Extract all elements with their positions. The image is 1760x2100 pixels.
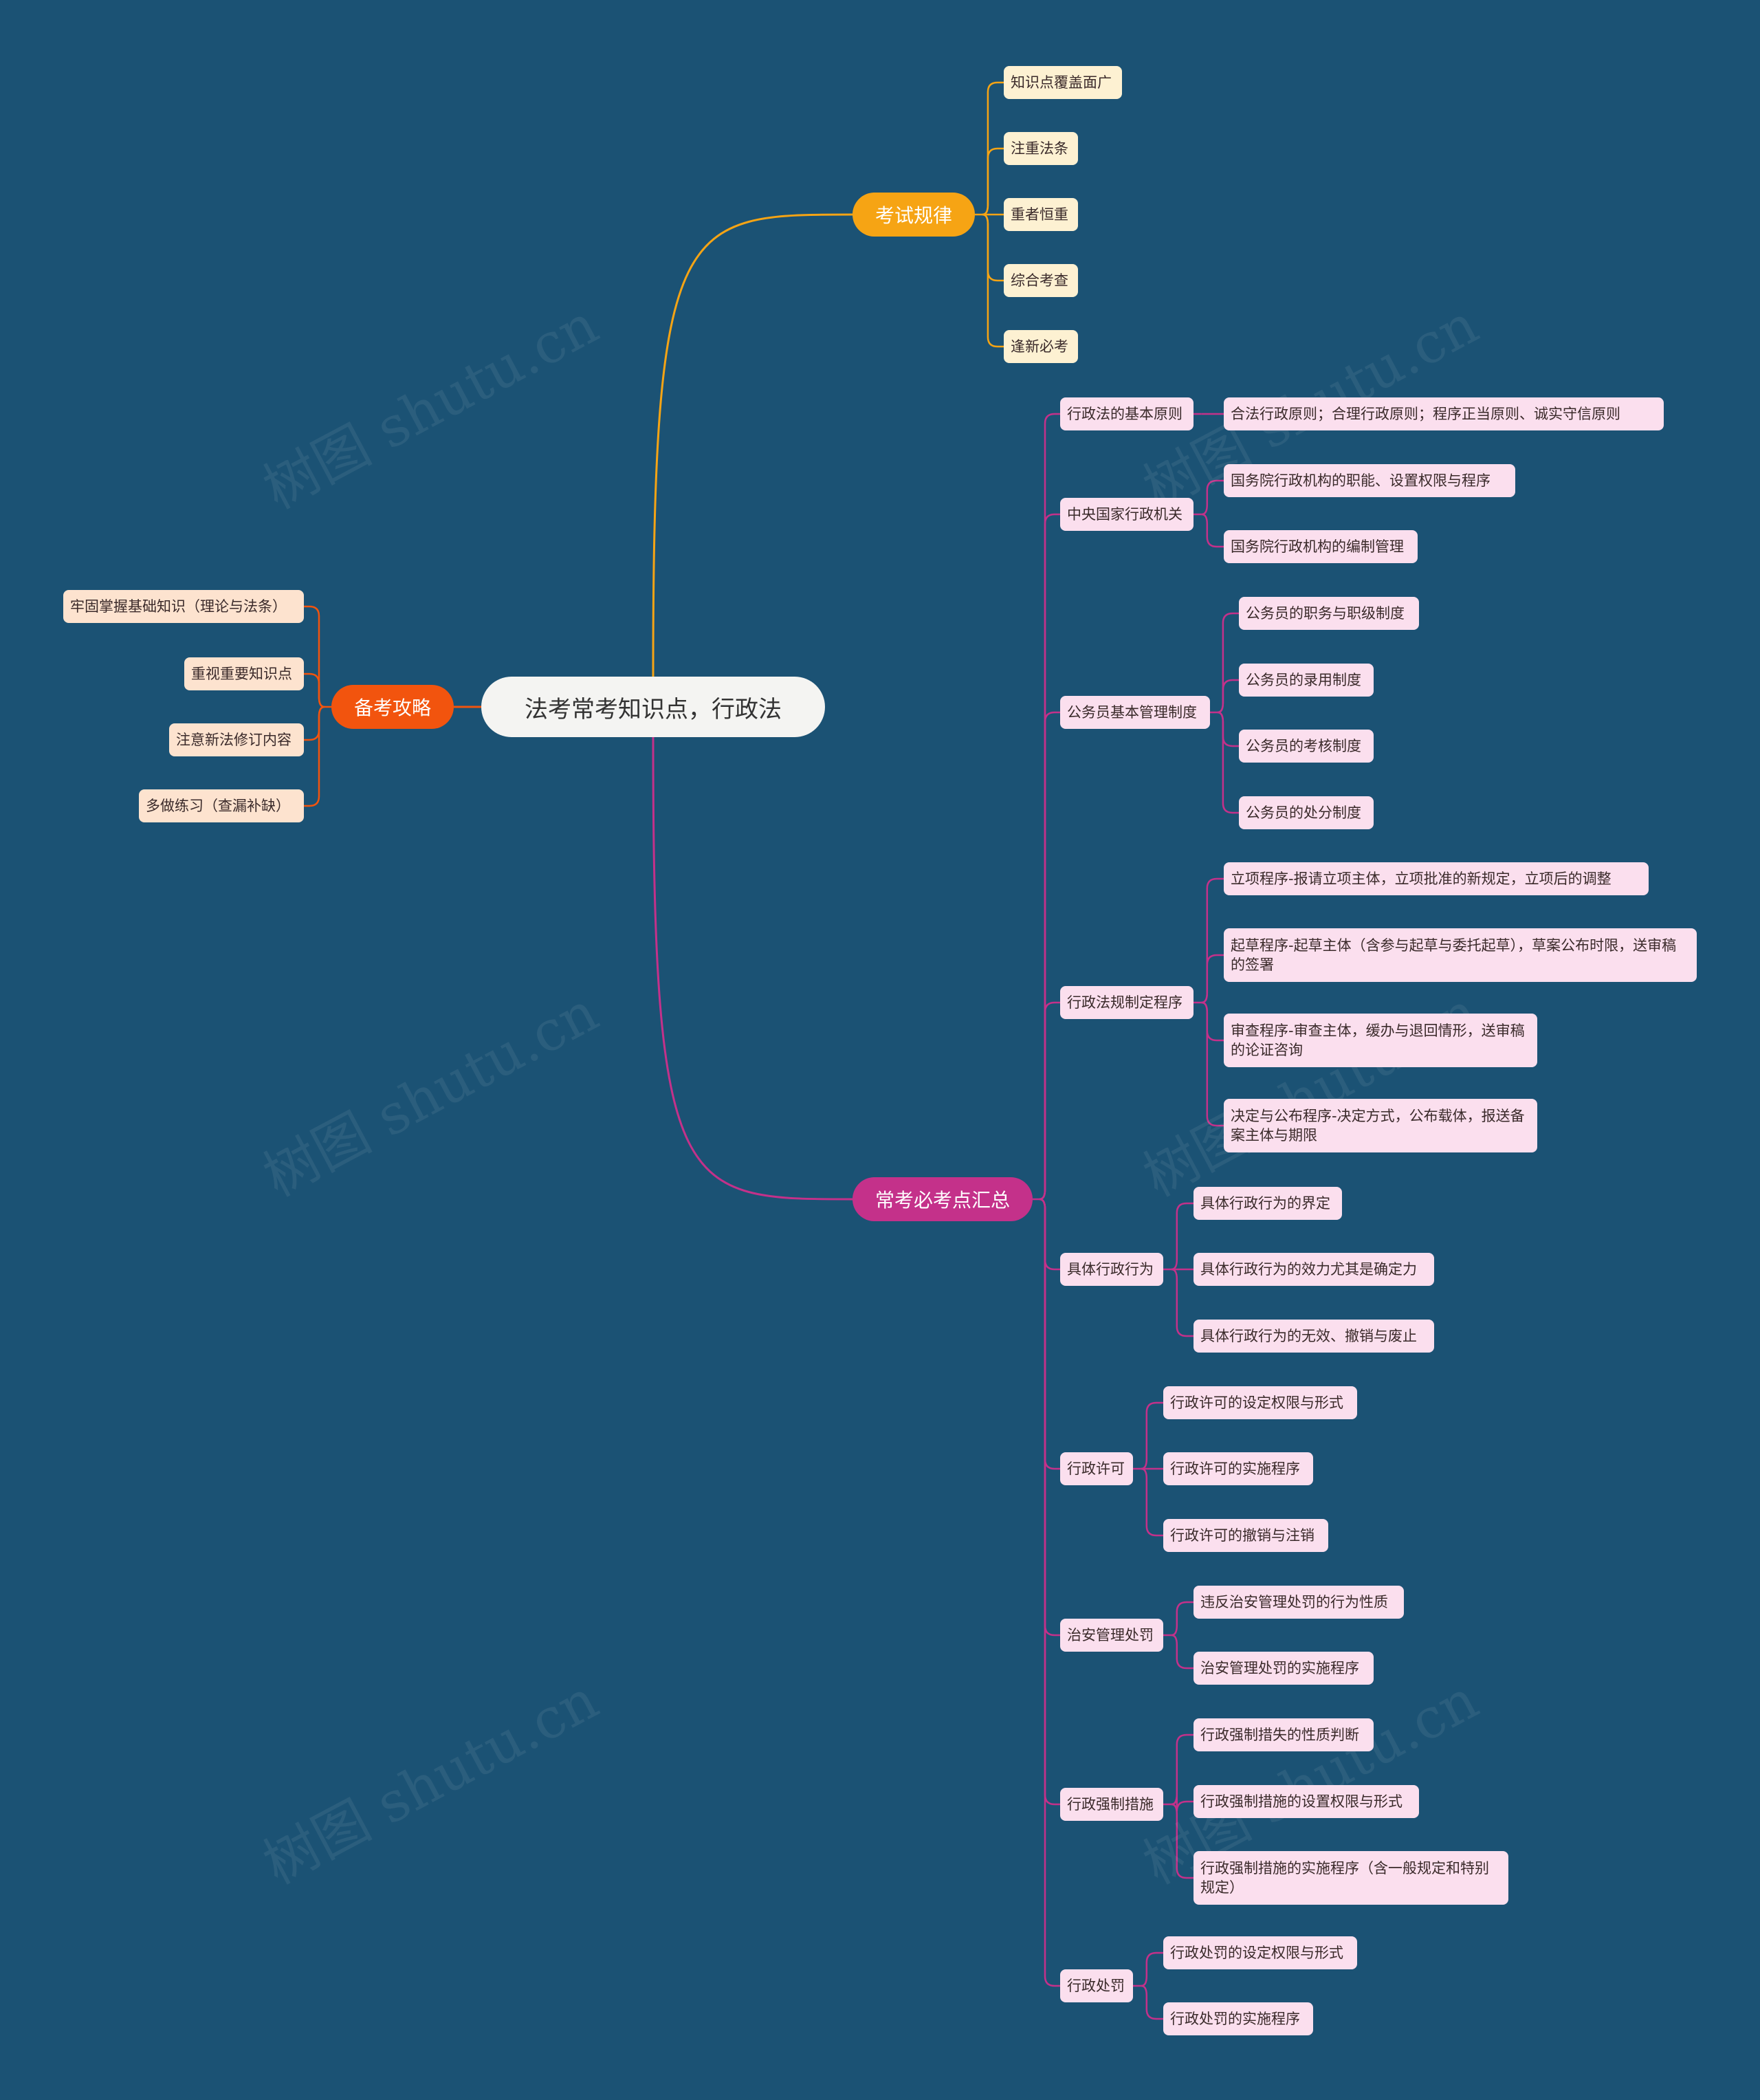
connector <box>1201 877 1224 1004</box>
connector <box>1039 1198 1060 1637</box>
strategy-item[interactable]: 牢固掌握基础知识（理论与法条） <box>63 590 304 623</box>
summary-topic[interactable]: 行政处罚 <box>1060 1969 1133 2002</box>
connector <box>304 706 325 741</box>
connector <box>1201 513 1224 548</box>
summary-topic[interactable]: 中央国家行政机关 <box>1060 498 1194 531</box>
connector <box>982 147 1004 216</box>
exam-item[interactable]: 知识点覆盖面广 <box>1004 66 1122 99</box>
connector <box>1039 1198 1060 1987</box>
summary-topic[interactable]: 行政法的基本原则 <box>1060 397 1194 430</box>
branch-exam-rules[interactable]: 考试规律 <box>852 193 975 237</box>
connector <box>1217 711 1239 747</box>
summary-detail[interactable]: 具体行政行为的界定 <box>1194 1187 1342 1220</box>
connector <box>1201 1001 1224 1042</box>
connector <box>1039 1198 1060 1271</box>
connector <box>1201 954 1224 1004</box>
summary-topic[interactable]: 公务员基本管理制度 <box>1060 696 1210 729</box>
connector <box>982 213 1004 282</box>
connector <box>1201 1001 1224 1127</box>
branch-prep-strategy[interactable]: 备考攻略 <box>331 685 454 729</box>
summary-detail[interactable]: 起草程序-起草主体（含参与起草与委托起草），草案公布时限，送审稿的签署 <box>1224 928 1697 982</box>
connector <box>1039 711 1060 1201</box>
summary-detail[interactable]: 行政许可的设定权限与形式 <box>1163 1386 1357 1419</box>
connector <box>304 706 325 807</box>
connector <box>1141 1401 1163 1470</box>
summary-detail[interactable]: 具体行政行为的无效、撤销与废止 <box>1194 1320 1434 1353</box>
connector <box>1141 1984 1163 2020</box>
summary-detail[interactable]: 决定与公布程序-决定方式，公布载体，报送备案主体与期限 <box>1224 1099 1537 1152</box>
connector <box>1171 1202 1194 1271</box>
connector <box>1217 612 1239 714</box>
connector <box>1039 1198 1060 1806</box>
summary-topic[interactable]: 行政强制措施 <box>1060 1788 1163 1821</box>
connector <box>982 213 1004 348</box>
summary-detail[interactable]: 行政处罚的实施程序 <box>1163 2002 1313 2035</box>
connector <box>1171 1634 1194 1670</box>
summary-detail[interactable]: 审查程序-审查主体，缓办与退回情形，送审稿的论证咨询 <box>1224 1014 1537 1067</box>
summary-topic[interactable]: 治安管理处罚 <box>1060 1619 1163 1652</box>
connector <box>1201 479 1224 516</box>
summary-detail[interactable]: 行政处罚的设定权限与形式 <box>1163 1936 1357 1969</box>
root-topic[interactable]: 法考常考知识点，行政法 <box>481 677 825 737</box>
summary-topic[interactable]: 行政许可 <box>1060 1452 1133 1485</box>
summary-detail[interactable]: 国务院行政机构的职能、设置权限与程序 <box>1224 464 1515 497</box>
connector <box>1141 1951 1163 1987</box>
connector <box>652 213 853 677</box>
exam-item[interactable]: 综合考查 <box>1004 264 1078 297</box>
connector <box>1141 1467 1163 1537</box>
connector <box>1039 1001 1060 1201</box>
summary-topic[interactable]: 行政法规制定程序 <box>1060 986 1194 1019</box>
exam-item[interactable]: 注重法条 <box>1004 132 1078 165</box>
summary-detail[interactable]: 公务员的考核制度 <box>1239 730 1374 763</box>
strategy-item[interactable]: 注意新法修订内容 <box>169 723 304 756</box>
summary-detail[interactable]: 合法行政原则；合理行政原则；程序正当原则、诚实守信原则 <box>1224 397 1664 430</box>
connector <box>1039 513 1060 1201</box>
strategy-item[interactable]: 重视重要知识点 <box>184 657 304 690</box>
summary-detail[interactable]: 治安管理处罚的实施程序 <box>1194 1652 1374 1685</box>
connector <box>304 672 325 708</box>
exam-item[interactable]: 逢新必考 <box>1004 330 1078 363</box>
connector <box>1039 413 1060 1201</box>
summary-detail[interactable]: 行政强制措施的设置权限与形式 <box>1194 1785 1419 1818</box>
connector <box>304 605 325 708</box>
summary-detail[interactable]: 行政许可的实施程序 <box>1163 1452 1313 1485</box>
summary-detail[interactable]: 具体行政行为的效力尤其是确定力 <box>1194 1253 1434 1286</box>
connector <box>652 736 853 1201</box>
connector <box>1217 711 1239 814</box>
summary-detail[interactable]: 行政许可的撤销与注销 <box>1163 1519 1328 1552</box>
summary-detail[interactable]: 国务院行政机构的编制管理 <box>1224 530 1418 563</box>
summary-detail[interactable]: 公务员的录用制度 <box>1239 664 1374 697</box>
summary-topic[interactable]: 具体行政行为 <box>1060 1253 1163 1286</box>
summary-detail[interactable]: 行政强制措施的实施程序（含一般规定和特别规定） <box>1194 1851 1508 1905</box>
summary-detail[interactable]: 违反治安管理处罚的行为性质 <box>1194 1586 1404 1619</box>
connector <box>1171 1803 1194 1879</box>
summary-detail[interactable]: 行政强制措失的性质判断 <box>1194 1718 1374 1751</box>
connector <box>1039 1198 1060 1470</box>
summary-detail[interactable]: 公务员的职务与职级制度 <box>1239 597 1419 630</box>
connector <box>1171 1601 1194 1637</box>
connector <box>1171 1268 1194 1337</box>
summary-detail[interactable]: 公务员的处分制度 <box>1239 796 1374 829</box>
connector <box>1217 679 1239 714</box>
summary-detail[interactable]: 立项程序-报请立项主体，立项批准的新规定，立项后的调整 <box>1224 862 1649 895</box>
branch-key-points-summary[interactable]: 常考必考点汇总 <box>852 1177 1033 1221</box>
exam-item[interactable]: 重者恒重 <box>1004 198 1078 231</box>
strategy-item[interactable]: 多做练习（查漏补缺） <box>139 789 304 822</box>
connector <box>1171 1733 1194 1806</box>
